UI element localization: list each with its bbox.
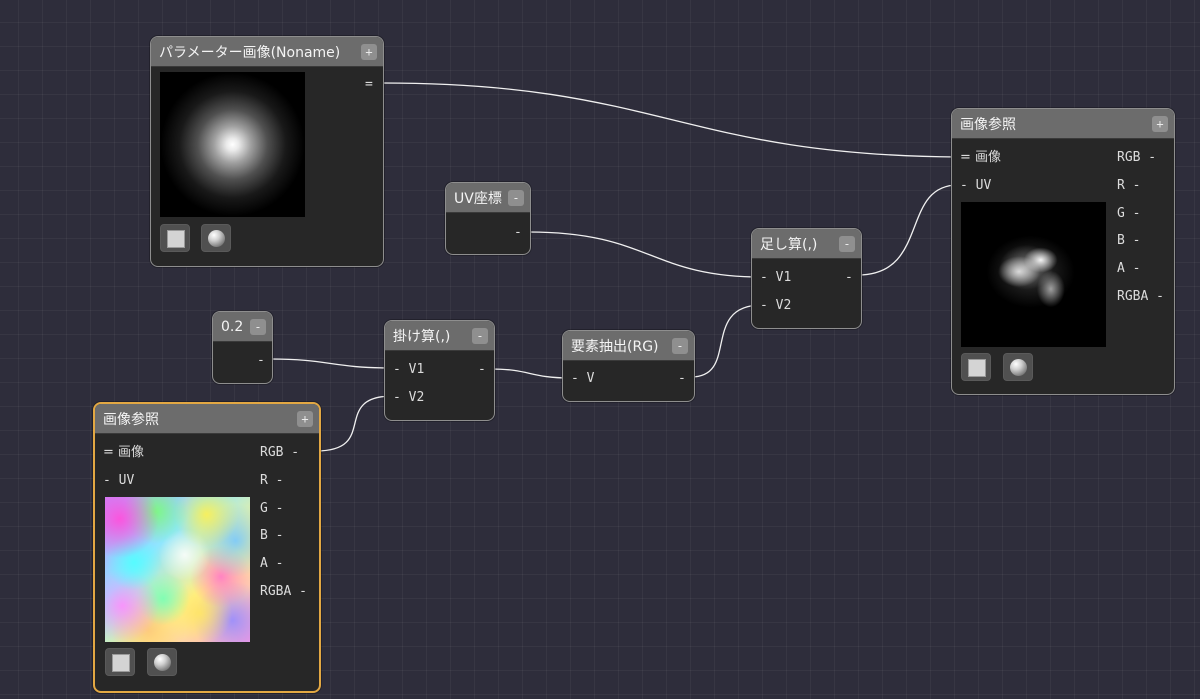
flat-preview-button[interactable] (961, 353, 991, 381)
output-port-g[interactable]: G - (260, 501, 284, 516)
image-preview (961, 202, 1106, 347)
output-port-r[interactable]: R - (260, 473, 284, 488)
node-header[interactable]: 掛け算(,) - (385, 321, 494, 351)
image-preview (160, 72, 305, 217)
output-port-a[interactable]: A - (260, 556, 284, 571)
input-port-v2[interactable]: - V2 (760, 298, 792, 313)
node-title: パラメーター画像(Noname) (159, 44, 341, 61)
square-icon (968, 359, 986, 377)
node-title: UV座標 (454, 190, 502, 207)
output-port-rgba[interactable]: RGBA - (260, 584, 307, 599)
uv-coordinate-node[interactable]: UV座標 - - (445, 182, 531, 255)
input-port-image[interactable]: = 画像 (960, 150, 1002, 165)
collapse-button[interactable]: - (472, 327, 488, 344)
output-port-rgba[interactable]: RGBA - (1117, 289, 1164, 304)
square-icon (167, 230, 185, 248)
output-port-g[interactable]: G - (1117, 206, 1141, 221)
square-icon (112, 654, 130, 672)
output-port-b[interactable]: B - (1117, 233, 1141, 248)
input-port-v1[interactable]: - V1 (393, 362, 425, 377)
collapse-button[interactable]: - (250, 318, 266, 335)
node-header[interactable]: 要素抽出(RG) - (563, 331, 694, 361)
output-port-a[interactable]: A - (1117, 261, 1141, 276)
input-port-uv[interactable]: - UV (960, 178, 992, 193)
wire-const-to-mul-v1[interactable] (269, 358, 394, 369)
output-port[interactable]: - (845, 270, 853, 285)
node-title: 0.2 (221, 318, 244, 335)
input-port-uv[interactable]: - UV (103, 473, 135, 488)
wire-mul-to-extract[interactable] (490, 368, 571, 379)
input-port-v1[interactable]: - V1 (760, 270, 792, 285)
node-header[interactable]: 足し算(,) - (752, 229, 861, 259)
sphere-icon (1010, 359, 1027, 376)
extract-node[interactable]: 要素抽出(RG) - - V - (562, 330, 695, 402)
input-port-v[interactable]: - V (571, 371, 595, 386)
node-header[interactable]: UV座標 - (446, 183, 530, 213)
node-title: 要素抽出(RG) (571, 338, 659, 355)
node-title: 掛け算(,) (393, 328, 451, 345)
output-port-r[interactable]: R - (1117, 178, 1141, 193)
image-preview (105, 497, 250, 642)
node-header[interactable]: 画像参照 + (95, 404, 319, 434)
flat-preview-button[interactable] (105, 648, 135, 676)
node-title: 画像参照 (103, 411, 159, 428)
expand-button[interactable]: + (297, 410, 313, 427)
sphere-icon (154, 654, 171, 671)
input-port-image[interactable]: = 画像 (103, 445, 145, 460)
collapse-button[interactable]: - (508, 189, 524, 206)
sphere-preview-button[interactable] (1003, 353, 1033, 381)
wire-rgb-to-mul-v2[interactable] (315, 395, 394, 452)
output-port-b[interactable]: B - (260, 528, 284, 543)
sphere-icon (208, 230, 225, 247)
output-port[interactable]: - (478, 362, 486, 377)
parameter-image-node[interactable]: パラメーター画像(Noname) + = (150, 36, 384, 267)
output-port-image[interactable]: = (365, 77, 373, 92)
input-port-v2[interactable]: - V2 (393, 390, 425, 405)
node-header[interactable]: 0.2 - (213, 312, 272, 342)
output-port[interactable]: - (257, 353, 265, 368)
collapse-button[interactable]: - (672, 337, 688, 354)
wire-add-to-uv[interactable] (857, 184, 959, 276)
multiply-node[interactable]: 掛け算(,) - - V1 - V2 - (384, 320, 495, 421)
image-reference-node-selected[interactable]: 画像参照 + = 画像 - UV RGB - R - G - B - A - R… (93, 402, 321, 693)
sphere-preview-button[interactable] (201, 224, 231, 252)
output-port-rgb[interactable]: RGB - (260, 445, 300, 460)
wire-uv-to-add-v1[interactable] (528, 231, 763, 278)
node-header[interactable]: パラメーター画像(Noname) + (151, 37, 383, 67)
output-port[interactable]: - (514, 225, 522, 240)
wire-param-to-image[interactable] (381, 82, 959, 158)
image-reference-node[interactable]: 画像参照 + = 画像 - UV RGB - R - G - B - A - R… (951, 108, 1175, 395)
add-node[interactable]: 足し算(,) - - V1 - V2 - (751, 228, 862, 329)
constant-node[interactable]: 0.2 - - (212, 311, 273, 384)
node-header[interactable]: 画像参照 + (952, 109, 1174, 139)
flat-preview-button[interactable] (160, 224, 190, 252)
sphere-preview-button[interactable] (147, 648, 177, 676)
node-title: 足し算(,) (760, 236, 818, 253)
output-port-rgb[interactable]: RGB - (1117, 150, 1157, 165)
expand-button[interactable]: + (361, 43, 377, 60)
output-port[interactable]: - (678, 371, 686, 386)
collapse-button[interactable]: - (839, 235, 855, 252)
node-title: 画像参照 (960, 116, 1016, 133)
expand-button[interactable]: + (1152, 115, 1168, 132)
